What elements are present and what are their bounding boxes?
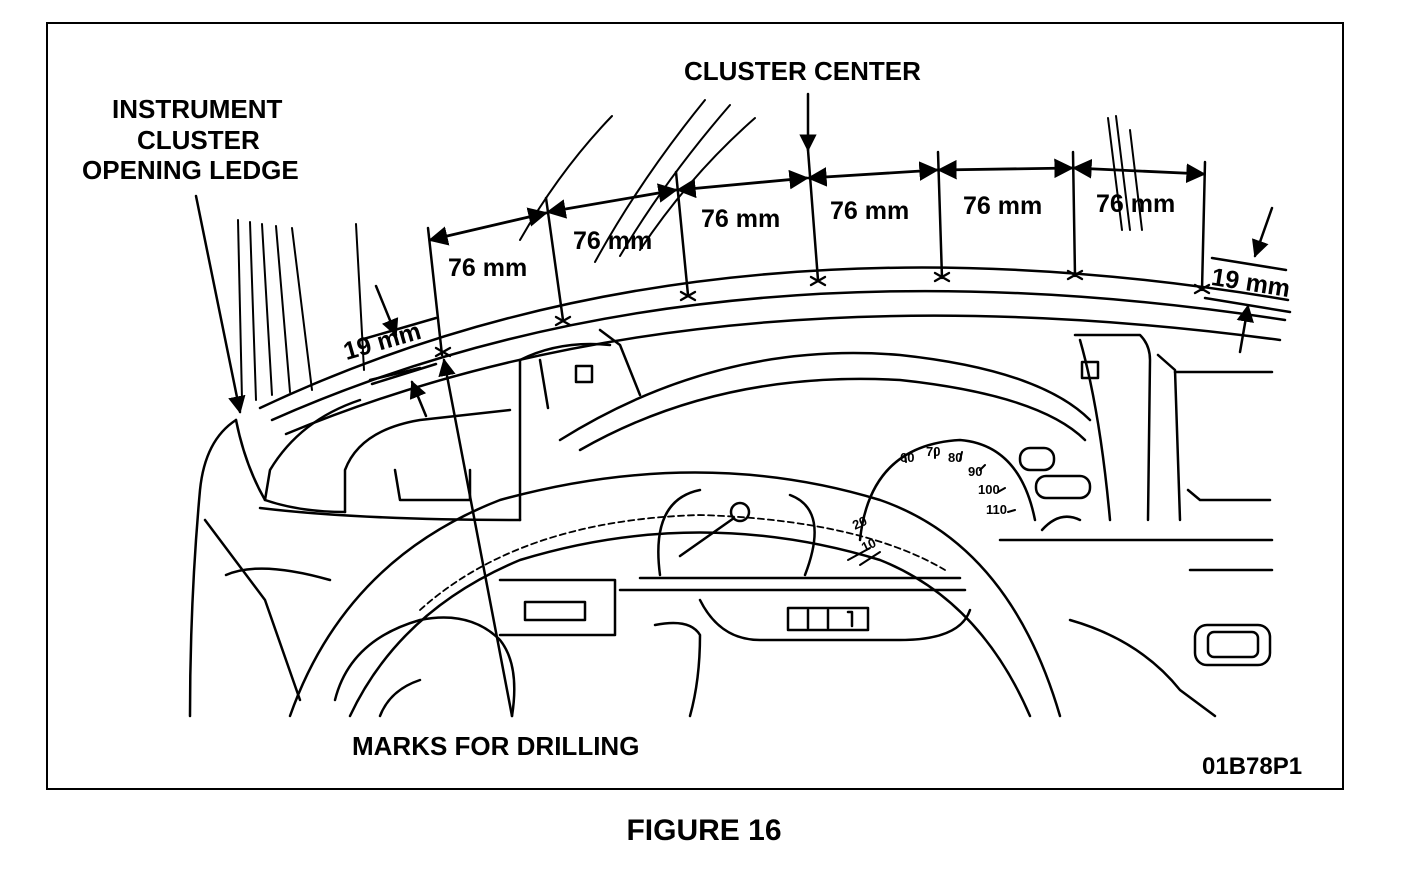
spacing-label-1: 76 mm	[448, 254, 528, 282]
ledge-leader-arrow	[194, 194, 246, 414]
left-offset-arrow-top	[374, 284, 399, 337]
figure-caption: FIGURE 16	[626, 814, 782, 847]
spacing-label-3: 76 mm	[701, 205, 781, 233]
drill-mark-4	[809, 275, 827, 287]
speedometer-tick-labels: 60 70 80 90 100 110 20 10	[850, 444, 1007, 555]
offset-lines	[358, 256, 1292, 386]
spacing-label-4: 76 mm	[830, 197, 910, 225]
leader-arrows	[194, 92, 1274, 718]
tick-90: 90	[968, 464, 982, 479]
drill-mark-7	[1193, 283, 1211, 295]
tick-80: 80	[948, 450, 962, 465]
drill-mark-6	[1066, 269, 1084, 281]
tick-10: 10	[859, 535, 878, 555]
cluster-opening-ledge	[258, 266, 1290, 436]
drilling-leader-arrow	[438, 358, 514, 718]
right-offset-arrow-top	[1252, 206, 1274, 258]
drill-mark-1	[434, 346, 452, 358]
spacing-label-5: 76 mm	[963, 192, 1043, 220]
marks-for-drilling-label: MARKS FOR DRILLING	[352, 731, 640, 761]
tick-20: 20	[850, 513, 869, 533]
cluster-center-label: CLUSTER CENTER	[684, 56, 921, 86]
tick-100: 100	[978, 482, 1000, 497]
cluster-buttons	[1018, 446, 1092, 532]
steering-wheel	[288, 471, 1217, 718]
spacing-label-6: 76 mm	[1096, 190, 1176, 218]
drilling-marks	[434, 269, 1211, 358]
drill-mark-3	[679, 290, 697, 302]
tick-110: 110	[986, 502, 1007, 517]
drill-mark-2	[554, 315, 572, 327]
spacing-label-2: 76 mm	[573, 227, 653, 255]
dimension-arrows	[428, 158, 1206, 246]
ledge-label-line2: CLUSTER	[137, 125, 260, 155]
speedometer	[858, 438, 1037, 542]
ledge-label-line3: OPENING LEDGE	[82, 155, 299, 185]
figure-code: 01B78P1	[1202, 753, 1303, 780]
right-offset-arrow-bottom	[1236, 304, 1254, 354]
left-offset-arrow-bottom	[409, 380, 428, 418]
center-gauge	[657, 488, 881, 577]
left-dash-wing	[188, 398, 522, 718]
tick-60: 60	[900, 450, 914, 465]
steering-column	[498, 576, 972, 642]
drill-mark-5	[933, 271, 951, 283]
cluster-hood	[518, 328, 1152, 522]
tick-70: 70	[926, 444, 940, 459]
right-dash	[998, 353, 1274, 667]
ledge-label-line1: INSTRUMENT	[112, 94, 283, 124]
